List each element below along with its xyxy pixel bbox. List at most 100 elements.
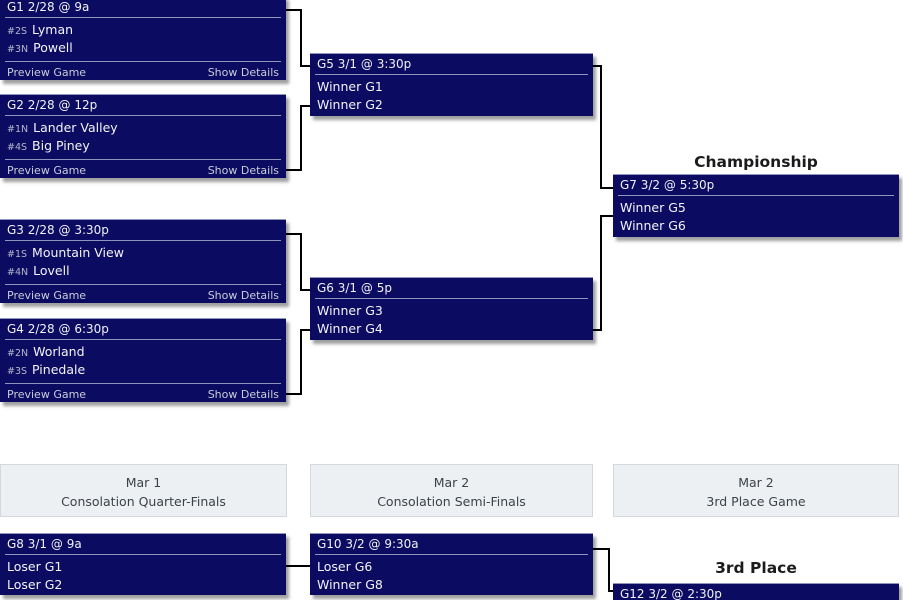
game-g6-header: G6 3/1 @ 5p — [317, 281, 392, 295]
connector-g2-g5 — [300, 105, 302, 171]
connector-g1-g5 — [286, 9, 302, 11]
game-g4-team-2: #3S Pinedale — [0, 361, 286, 379]
connector-g5-g7 — [600, 187, 613, 189]
connector-g2-g5 — [286, 169, 302, 171]
connector-g6-g7 — [600, 215, 613, 217]
team-name: Lovell — [33, 263, 70, 278]
game-g7-team-2: Winner G6 — [620, 218, 686, 233]
game-g3-footer: Preview Game Show Details — [0, 285, 286, 305]
divider — [315, 554, 588, 555]
show-details-link[interactable]: Show Details — [207, 163, 279, 177]
team-name: Powell — [33, 40, 73, 55]
show-details-link[interactable]: Show Details — [207, 65, 279, 79]
connector-g10-g12 — [608, 590, 613, 592]
game-g2-header: G2 2/28 @ 12p — [7, 98, 98, 112]
connector-g6-g7 — [593, 329, 602, 331]
divider — [315, 298, 588, 299]
preview-game-link[interactable]: Preview Game — [7, 387, 87, 401]
team-name: Worland — [33, 344, 85, 359]
connector-g1-g5 — [300, 9, 302, 67]
connector-g3-g6 — [286, 233, 302, 235]
team-name: Big Piney — [32, 138, 90, 153]
game-box-g8: G8 3/1 @ 9a Loser G1 Loser G2 — [0, 533, 286, 595]
team-seed: #1N — [7, 124, 29, 135]
team-seed: #2N — [7, 348, 29, 359]
game-g1-team-2: #3N Powell — [0, 39, 286, 57]
preview-game-link[interactable]: Preview Game — [7, 288, 87, 302]
game-g7-header: G7 3/2 @ 5:30p — [620, 178, 715, 192]
connector-g6-g7 — [600, 215, 602, 331]
connector-g4-g6 — [286, 393, 302, 395]
team-seed: #4N — [7, 267, 29, 278]
game-box-g6: G6 3/1 @ 5p Winner G3 Winner G4 — [310, 277, 593, 340]
round-name: Consolation Semi-Finals — [377, 494, 526, 509]
connector-g2-g5 — [300, 105, 310, 107]
team-seed: #1S — [7, 249, 28, 260]
game-g4-team-1: #2N Worland — [0, 343, 286, 361]
connector-g1-g5 — [300, 65, 310, 67]
game-g3-team-1: #1S Mountain View — [0, 244, 286, 262]
divider — [5, 61, 281, 62]
divider — [5, 383, 281, 384]
team-name: Mountain View — [32, 245, 124, 260]
divider — [5, 240, 281, 241]
game-g8-team-2: Loser G2 — [7, 577, 63, 592]
game-g10-team-2: Winner G8 — [317, 577, 383, 592]
game-g8-team-1: Loser G1 — [7, 559, 63, 574]
round-name: Consolation Quarter-Finals — [61, 494, 226, 509]
divider — [5, 554, 281, 555]
preview-game-link[interactable]: Preview Game — [7, 163, 87, 177]
preview-game-link[interactable]: Preview Game — [7, 65, 87, 79]
team-seed: #2S — [7, 26, 28, 37]
game-box-g7: G7 3/2 @ 5:30p Winner G5 Winner G6 — [613, 174, 899, 237]
round-name: 3rd Place Game — [706, 494, 806, 509]
round-date: Mar 2 — [433, 475, 470, 490]
game-box-g10: G10 3/2 @ 9:30a Loser G6 Winner G8 — [310, 533, 593, 595]
game-g7-team-1: Winner G5 — [620, 200, 686, 215]
connector-g10-g12 — [593, 548, 610, 550]
round-date: Mar 1 — [125, 475, 162, 490]
show-details-link[interactable]: Show Details — [207, 288, 279, 302]
game-g5-team-2: Winner G2 — [317, 97, 383, 112]
game-g10-team-1: Loser G6 — [317, 559, 373, 574]
connector-g3-g6 — [300, 233, 302, 291]
show-details-link[interactable]: Show Details — [207, 387, 279, 401]
team-seed: #4S — [7, 142, 28, 153]
connector-g8-g10 — [286, 565, 310, 567]
game-g3-header: G3 2/28 @ 3:30p — [7, 223, 109, 237]
game-g5-header: G5 3/1 @ 3:30p — [317, 57, 412, 71]
game-g2-footer: Preview Game Show Details — [0, 160, 286, 180]
divider — [618, 195, 894, 196]
connector-g4-g6 — [300, 329, 310, 331]
championship-title: Championship — [694, 153, 818, 171]
divider — [5, 339, 281, 340]
game-box-g3: G3 2/28 @ 3:30p #1S Mountain View #4N Love… — [0, 219, 286, 303]
connector-g4-g6 — [300, 329, 302, 395]
game-g12-header: G12 3/2 @ 2:30p — [620, 587, 722, 600]
game-g10-header: G10 3/2 @ 9:30a — [317, 537, 419, 551]
game-g1-header: G1 2/28 @ 9a — [7, 0, 90, 14]
team-name: Pinedale — [32, 362, 86, 377]
divider — [5, 159, 281, 160]
connector-g10-g12 — [608, 548, 610, 592]
divider — [315, 74, 588, 75]
connector-g3-g6 — [300, 289, 310, 291]
game-g3-team-2: #4N Lovell — [0, 262, 286, 280]
game-g4-header: G4 2/28 @ 6:30p — [7, 322, 109, 336]
connector-g5-g7 — [600, 65, 602, 189]
game-g6-team-2: Winner G4 — [317, 321, 383, 336]
game-box-g5: G5 3/1 @ 3:30p Winner G1 Winner G2 — [310, 53, 593, 116]
round-date: Mar 2 — [738, 475, 774, 490]
game-g1-footer: Preview Game Show Details — [0, 62, 286, 82]
third-place-title: 3rd Place — [715, 559, 797, 577]
team-seed: #3N — [7, 44, 29, 55]
connector-g5-g7 — [593, 65, 602, 67]
team-seed: #3S — [7, 366, 28, 377]
game-g8-header: G8 3/1 @ 9a — [7, 537, 82, 551]
round-header-third-place-game: Mar 2 3rd Place Game — [613, 464, 899, 517]
